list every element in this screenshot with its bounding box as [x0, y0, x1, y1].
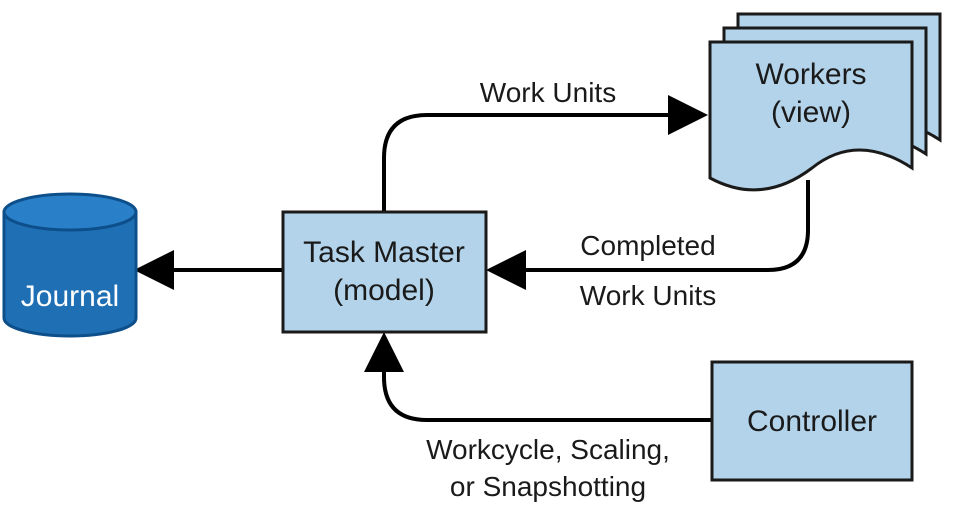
control-label-line2: or Snapshotting: [450, 471, 646, 502]
workers-sublabel: (view): [771, 96, 851, 129]
arrow-work-units: [382, 95, 708, 212]
arrow-completed-work-units: [486, 180, 810, 290]
workers-page-front: [708, 40, 914, 192]
controller-box: [710, 360, 914, 482]
work-units-label: Work Units: [480, 77, 616, 108]
journal-cylinder-body: [2, 210, 138, 338]
workers-label: Workers: [755, 58, 866, 91]
journal-node: Journal: [2, 192, 138, 338]
journal-label: Journal: [21, 280, 119, 313]
workers-node: Workers (view): [708, 12, 942, 192]
controller-node: Controller: [710, 360, 914, 482]
journal-cylinder-top: [2, 192, 138, 232]
control-label-line1: Workcycle, Scaling,: [426, 434, 670, 465]
task-master-node: Task Master (model): [281, 210, 488, 334]
task-master-box: [281, 210, 488, 334]
completed-work-units-label: Work Units: [580, 280, 716, 311]
completed-label: Completed: [580, 230, 715, 261]
controller-label: Controller: [747, 405, 877, 438]
arrow-controller-to-taskmaster: [364, 332, 712, 422]
task-master-sublabel: (model): [333, 274, 435, 307]
task-master-label: Task Master: [303, 236, 465, 269]
